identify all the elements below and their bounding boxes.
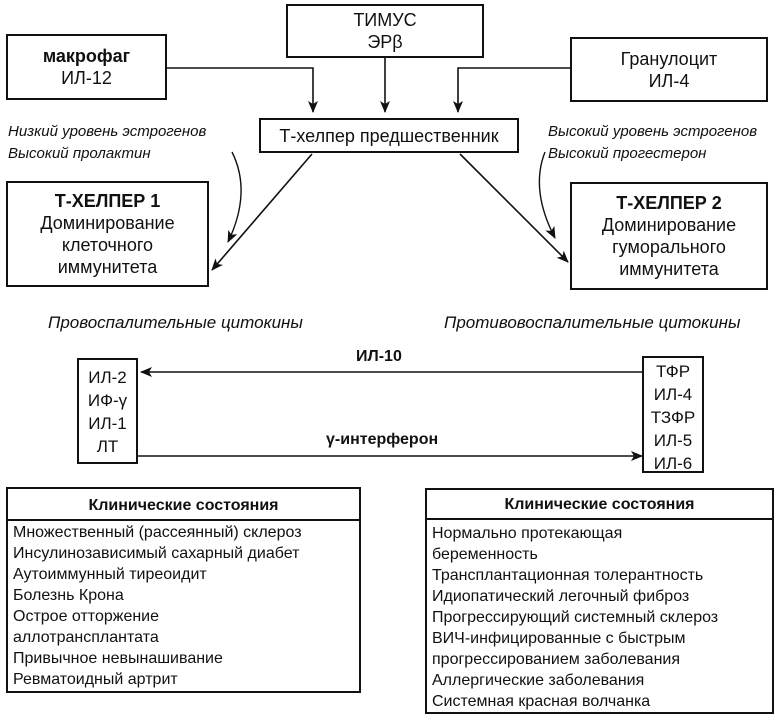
- list-item: Прогрессирующий системный склероз: [432, 609, 719, 626]
- granulocyte-box: Гранулоцит ИЛ-4: [570, 37, 768, 102]
- list-item: ВИЧ-инфицированные с быстрым: [432, 630, 686, 647]
- left-clinical-box: Клинические состояния Множественный (рас…: [6, 487, 361, 693]
- right-condition-line2: Высокий прогестерон: [548, 145, 707, 162]
- thymus-receptor: ЭРβ: [367, 32, 403, 52]
- th2-cytokine: ТЗФР: [650, 408, 696, 427]
- left-condition-line1: Низкий уровень эстрогенов: [8, 123, 207, 140]
- th1-cytokine: ИЛ-2: [88, 368, 127, 387]
- list-item: Острое отторжение: [13, 608, 160, 625]
- arrow-granulocyte-to-precursor: [453, 67, 570, 113]
- precursor-box: Т-хелпер предшественник: [259, 118, 519, 153]
- right-clinical-list: Нормально протекающая беременность Транс…: [432, 523, 718, 712]
- arrow-macrophage-to-precursor: [167, 67, 318, 113]
- list-item: Привычное невынашивание: [13, 650, 223, 667]
- precursor-label: Т-хелпер предшественник: [279, 125, 499, 146]
- th1-title: Т-ХЕЛПЕР 1: [54, 191, 161, 211]
- th1-line2: клеточного: [61, 235, 154, 255]
- right-condition-line1: Высокий уровень эстрогенов: [548, 123, 758, 140]
- granulocyte-title: Гранулоцит: [620, 48, 718, 69]
- list-item: Инсулинозависимый сахарный диабет: [13, 545, 300, 562]
- macrophage-title: макрофаг: [42, 46, 131, 66]
- list-item: Множественный (рассеянный) склероз: [13, 524, 302, 541]
- list-item: Идиопатический легочный фиброз: [432, 588, 690, 605]
- granulocyte-cytokine: ИЛ-4: [648, 70, 690, 91]
- th1-cytokine: ИФ-γ: [87, 391, 128, 410]
- list-item: Аутоиммунный тиреоидит: [13, 566, 207, 583]
- left-condition-line2: Высокий пролактин: [8, 145, 151, 162]
- th2-cytokine: ИЛ-5: [653, 431, 693, 450]
- macrophage-box: макрофаг ИЛ-12: [6, 34, 167, 100]
- list-item: беременность: [432, 546, 538, 563]
- th1-cytokines-box: ИЛ-2 ИФ-γ ИЛ-1 ЛТ: [77, 358, 138, 464]
- th2-cytokine: ТФР: [655, 362, 691, 381]
- th2-cytokine: ИЛ-4: [653, 385, 693, 404]
- thymus-title: ТИМУС: [353, 10, 417, 30]
- list-item: аллотрансплантата: [13, 629, 159, 646]
- antiinflammatory-label: Противовоспалительные цитокины: [444, 313, 741, 332]
- th1-cytokine: ЛТ: [96, 437, 119, 456]
- left-clinical-title: Клинические состояния: [8, 493, 359, 521]
- ifn-label: γ-интерферон: [326, 431, 439, 448]
- list-item: Аллергические заболевания: [432, 672, 645, 689]
- thymus-box: ТИМУС ЭРβ: [286, 4, 484, 58]
- il10-label: ИЛ-10: [356, 348, 402, 365]
- th2-line1: Доминирование: [601, 215, 737, 235]
- list-item: Ревматоидный артрит: [13, 671, 178, 688]
- th1-box: Т-ХЕЛПЕР 1 Доминирование клеточного имму…: [6, 181, 209, 287]
- th1-line1: Доминирование: [40, 213, 175, 233]
- right-clinical-box: Клинические состояния Нормально протекаю…: [425, 488, 774, 714]
- th2-cytokine: ИЛ-6: [653, 454, 693, 473]
- th2-title: Т-ХЕЛПЕР 2: [616, 193, 722, 213]
- proinflammatory-label: Провоспалительные цитокины: [48, 313, 303, 332]
- th2-box: Т-ХЕЛПЕР 2 Доминирование гуморального им…: [570, 182, 768, 290]
- th1-cytokine: ИЛ-1: [88, 414, 127, 433]
- list-item: Нормально протекающая: [432, 525, 623, 542]
- arrow-precursor-to-th1: [211, 153, 313, 271]
- left-clinical-list: Множественный (рассеянный) склероз Инсул…: [13, 522, 302, 690]
- list-item: Системная красная волчанка: [432, 693, 651, 710]
- th1-line3: иммунитета: [57, 257, 158, 277]
- arrow-precursor-to-th2: [459, 153, 569, 263]
- list-item: прогрессированием заболевания: [432, 651, 680, 668]
- macrophage-cytokine: ИЛ-12: [61, 68, 112, 88]
- arrow-right-condition: [538, 151, 556, 239]
- th2-cytokines-box: ТФР ИЛ-4 ТЗФР ИЛ-5 ИЛ-6: [642, 356, 704, 473]
- th2-line3: иммунитета: [619, 259, 719, 279]
- th2-line2: гуморального: [612, 237, 726, 257]
- list-item: Трансплантационная толерантность: [432, 567, 704, 584]
- arrow-left-condition: [227, 151, 242, 243]
- list-item: Болезнь Крона: [13, 587, 124, 604]
- right-clinical-title: Клинические состояния: [427, 492, 772, 520]
